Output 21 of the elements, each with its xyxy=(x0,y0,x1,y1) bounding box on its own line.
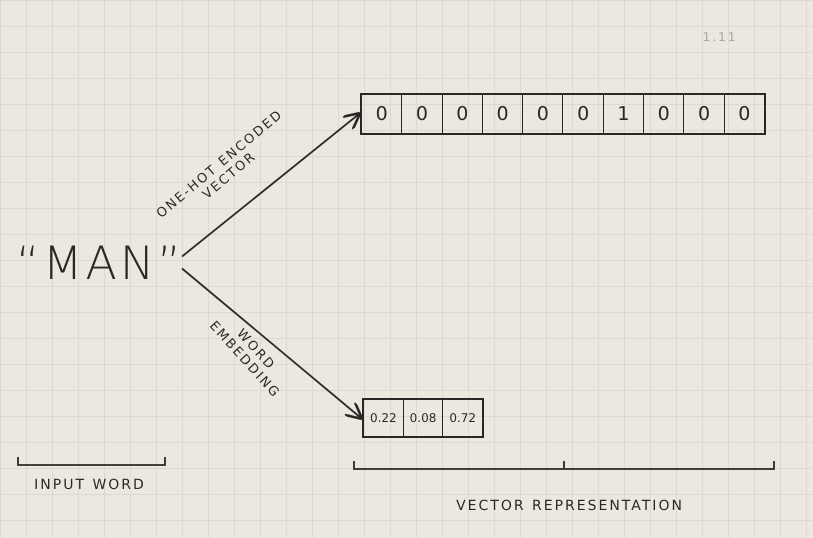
vector-cell: 0 xyxy=(442,95,483,133)
arrow xyxy=(181,112,362,258)
vector-cell: 0 xyxy=(523,95,564,133)
vector-cell: 0 xyxy=(362,95,402,133)
arrow xyxy=(181,268,364,420)
vector-cell: 0 xyxy=(684,95,725,133)
vector-cell: 0 xyxy=(724,95,764,133)
bracket-label: INPUT WORD xyxy=(33,477,147,493)
vector-cell: 0 xyxy=(482,95,524,133)
vector-box xyxy=(360,93,766,135)
vector-cell: 1 xyxy=(604,95,644,133)
bracket-label: VECTOR REPRESENTATION xyxy=(455,498,685,514)
vector-cell: 0 xyxy=(563,95,604,133)
vector-cell: 0 xyxy=(644,95,684,133)
vector-cell: 0.22 xyxy=(364,400,404,436)
page-number: 1.11 xyxy=(702,30,738,44)
input-word: “MAN” xyxy=(18,225,182,300)
vector-box xyxy=(362,398,484,438)
vector-cell: 0.08 xyxy=(404,400,444,436)
vector-cell: 0 xyxy=(402,95,443,133)
vector-cell: 0.72 xyxy=(443,400,482,436)
